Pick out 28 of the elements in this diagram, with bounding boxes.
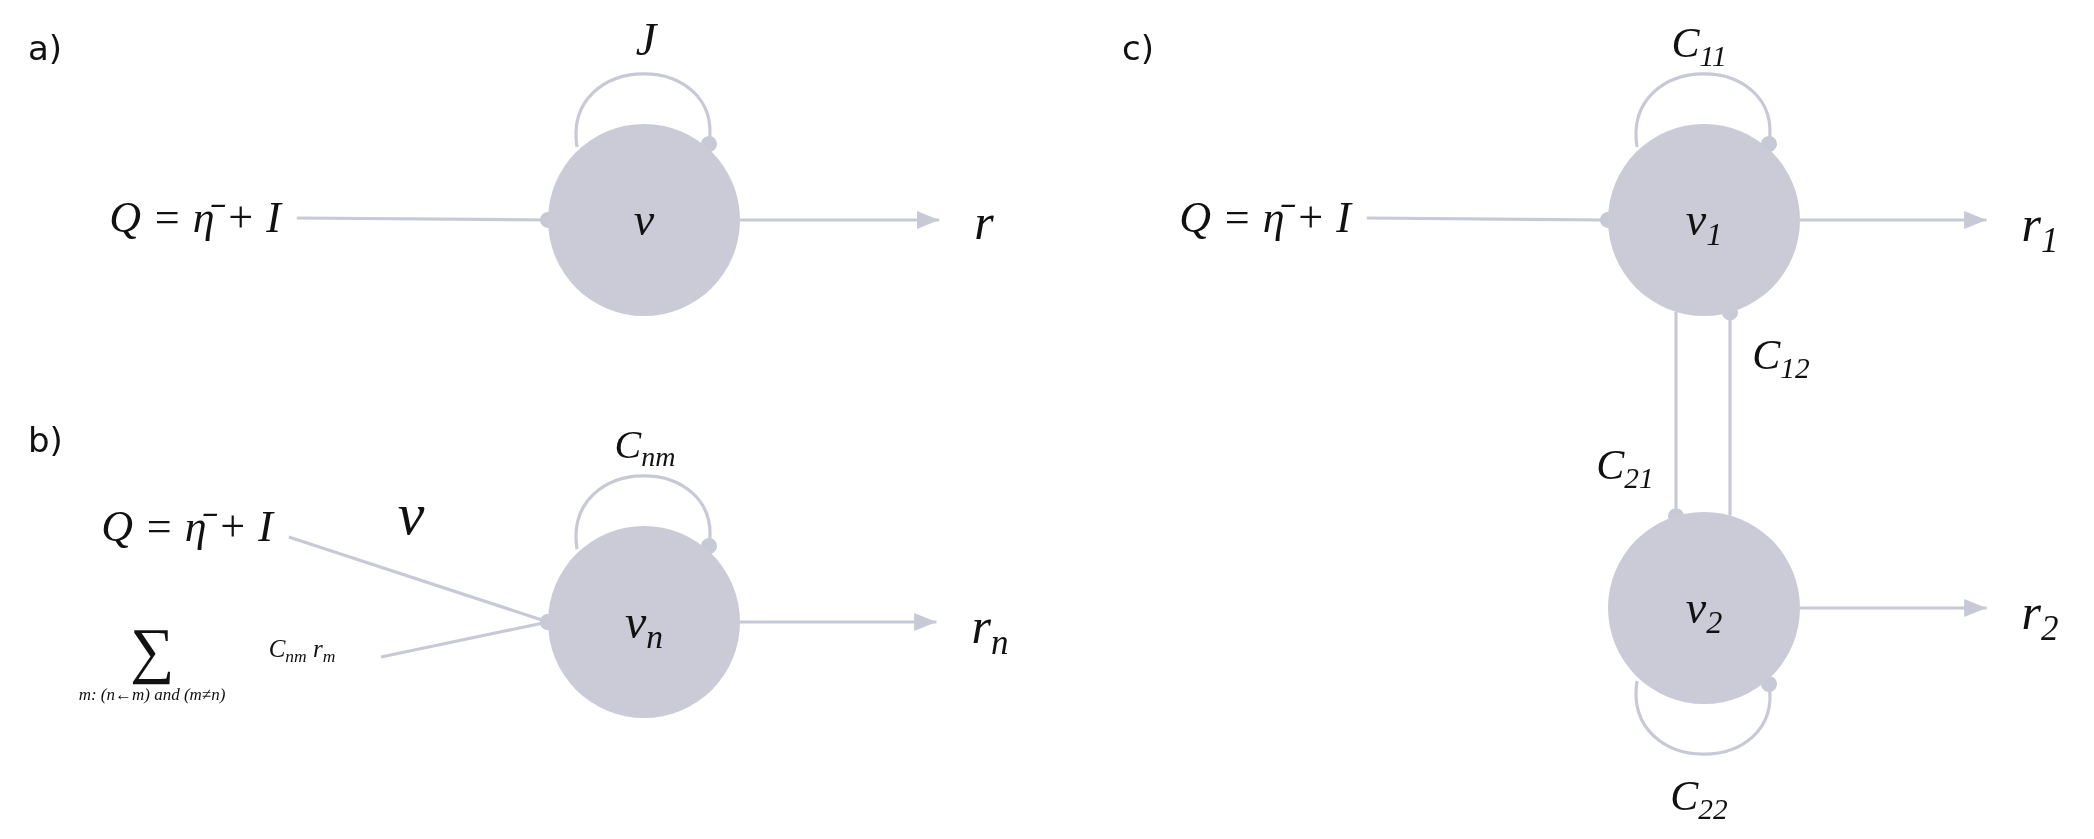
edge-label: C$_{22}$	[1670, 775, 1728, 817]
formula-label: Q = η̄ + I	[1179, 196, 1351, 240]
arrow	[1800, 211, 1987, 229]
arrow	[740, 211, 940, 229]
edge-label: J	[635, 17, 657, 63]
node-label: v	[633, 197, 655, 243]
node-label: v$_{n}$	[624, 598, 664, 646]
edge-label: C$_{nm}$	[614, 425, 676, 465]
node-label: v$_{1}$	[1685, 197, 1723, 243]
node-label: v$_{2}$	[1685, 585, 1723, 631]
formula-label: Q = η̄ + I	[101, 505, 273, 549]
variable-label: v	[397, 484, 425, 544]
arrow	[1800, 599, 1987, 617]
connector-line	[575, 72, 717, 152]
formula-label: Q = η̄ + I	[109, 196, 281, 240]
panel-label: a)	[28, 28, 63, 68]
edge-label: C$_{21}$	[1596, 444, 1654, 486]
connector-line	[1635, 72, 1777, 152]
formula-label: C$_{nm}$ r$_{m}$	[268, 635, 336, 661]
panel-label: b)	[28, 420, 63, 460]
connector-line	[575, 474, 717, 554]
connector-line	[1635, 676, 1777, 756]
edge-label: C$_{11}$	[1671, 22, 1727, 64]
panel-label: c)	[1122, 28, 1154, 68]
edge-label: C$_{12}$	[1752, 334, 1810, 376]
sum-index-label: m: (n←m) and (m≠n)	[78, 685, 226, 703]
formula-label: r	[974, 197, 994, 247]
arrow	[740, 613, 937, 631]
